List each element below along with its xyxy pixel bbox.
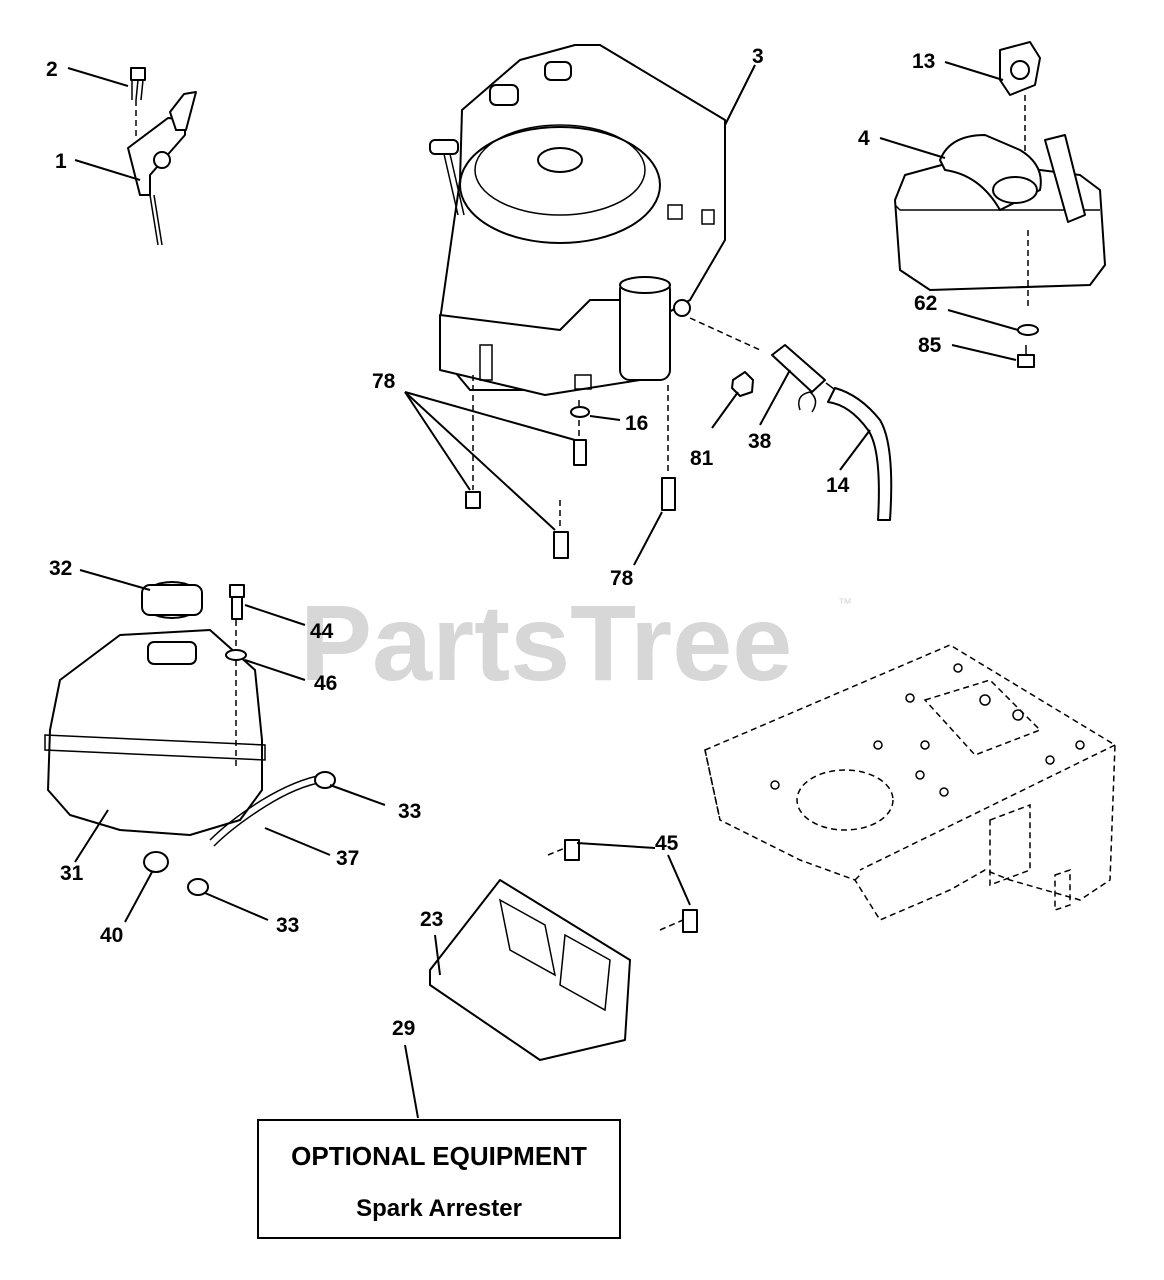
muffler-part [894,41,1106,368]
callout-46: 46 [314,672,337,695]
callout-85: 85 [918,334,942,357]
optional-equipment-subtitle: Spark Arrester [356,1195,522,1222]
callout-1: 1 [55,150,67,173]
callout-33-bottom: 33 [276,914,299,937]
optional-equipment-box: OPTIONAL EQUIPMENT Spark Arrester [257,1119,621,1239]
callout-14: 14 [826,474,850,497]
callout-4: 4 [858,127,870,150]
engine-bolts-part [465,375,676,559]
callout-37: 37 [336,847,359,870]
throttle-control-part [127,67,197,246]
callout-38: 38 [748,430,772,453]
tractor-frame-part [704,644,1116,921]
callout-29: 29 [392,1017,415,1040]
callout-45: 45 [655,832,679,855]
callout-13: 13 [912,50,935,73]
callout-78-bottom: 78 [610,567,634,590]
callout-31: 31 [60,862,84,885]
optional-equipment-title: OPTIONAL EQUIPMENT [291,1141,587,1171]
callout-23: 23 [420,908,443,931]
callout-labels: 2 1 3 13 4 62 85 78 16 81 38 14 78 32 44… [46,45,942,1040]
callout-44: 44 [310,620,334,643]
callout-3: 3 [752,45,764,68]
callout-78-top: 78 [372,370,396,393]
spark-arrester-part [429,839,698,1061]
callout-16: 16 [625,412,648,435]
watermark: PartsTree [300,582,792,703]
callout-32: 32 [49,557,72,580]
callout-33-top: 33 [398,800,421,823]
engine-part [429,44,726,396]
callout-2: 2 [46,58,58,81]
fuel-tank-part [44,581,336,896]
fuel-filter-part [689,317,893,521]
callout-81: 81 [690,447,714,470]
callout-40: 40 [100,924,123,947]
callout-62: 62 [914,292,937,315]
watermark-trademark: ™ [838,595,852,611]
